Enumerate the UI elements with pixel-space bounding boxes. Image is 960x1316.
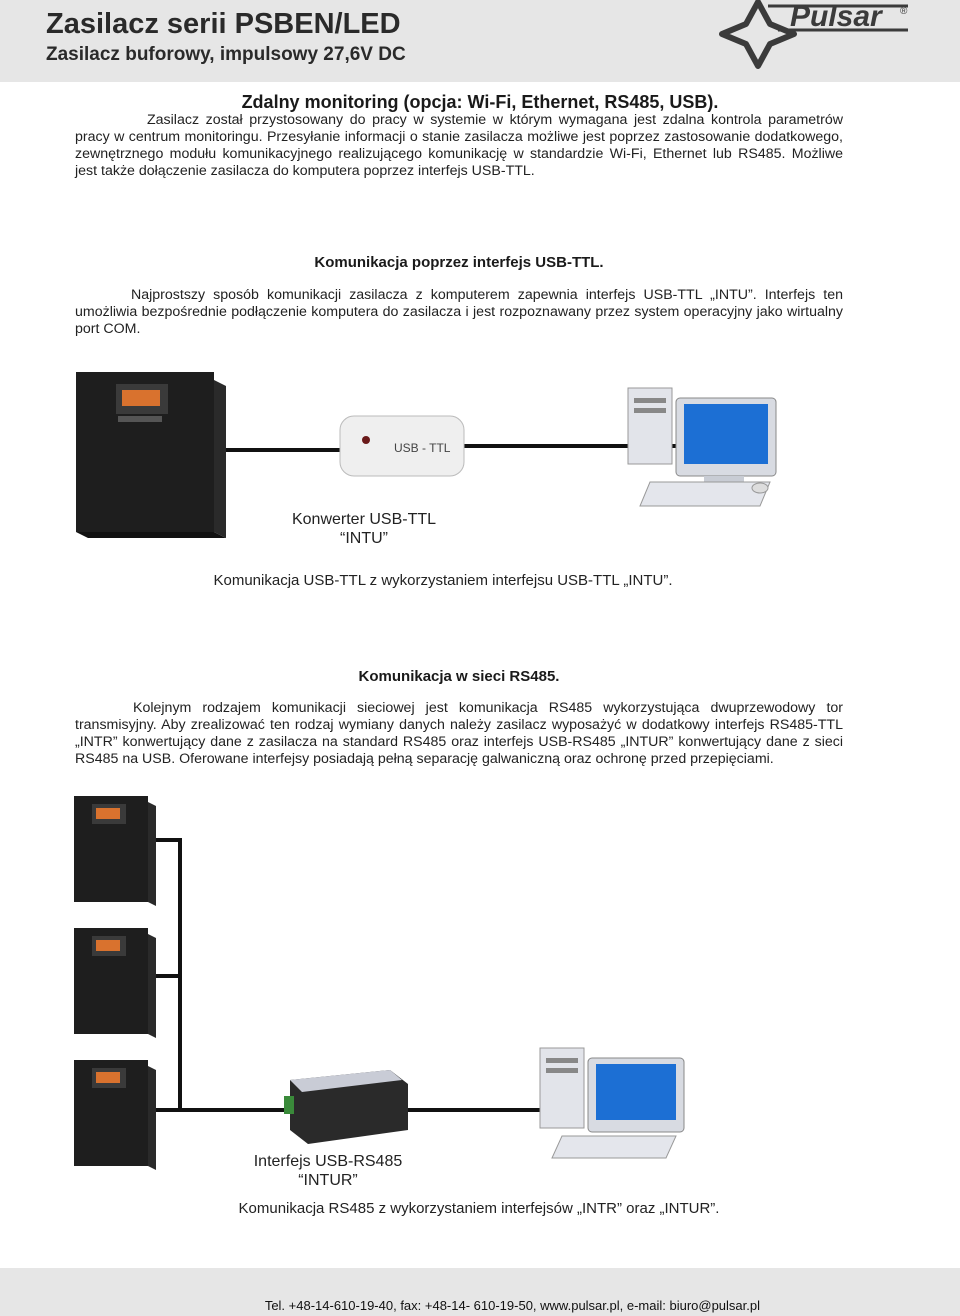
computer-icon xyxy=(539,1047,685,1159)
label-intu-line2: “INTU” xyxy=(340,530,388,547)
section-title-remote-monitoring: Zdalny monitoring (opcja: Wi-Fi, Etherne… xyxy=(241,92,719,112)
document-subtitle: Zasilacz buforowy, impulsowy 27,6V DC xyxy=(46,44,406,65)
power-supply-unit-icon xyxy=(74,1060,156,1170)
section-title-usb-ttl: Komunikacja poprzez interfejs USB-TTL. xyxy=(314,254,604,271)
page-header xyxy=(0,0,960,82)
computer-icon xyxy=(627,387,777,507)
label-intur-line1: Interfejs USB-RS485 xyxy=(253,1153,403,1170)
document-title: Zasilacz serii PSBEN/LED xyxy=(46,8,401,40)
registered-mark: ® xyxy=(900,6,908,17)
rs485-bus-cable xyxy=(156,838,290,1112)
footer-contact-text: Tel. +48-14-610-19-40, fax: +48-14- 610-… xyxy=(264,1298,760,1313)
page-footer xyxy=(0,1268,960,1316)
usb-ttl-diagram: USB - TTL xyxy=(76,372,777,538)
power-supply-unit-icon xyxy=(74,796,156,906)
usb-ttl-dongle-icon: USB - TTL xyxy=(339,415,465,477)
label-intur-line2: “INTUR” xyxy=(298,1172,358,1189)
power-supply-unit-icon xyxy=(76,372,226,538)
paragraph-usb-ttl: Najprostszy sposób komunikacji zasilacza… xyxy=(75,287,843,337)
label-intu-line1: Konwerter USB-TTL xyxy=(291,511,437,528)
section-title-rs485: Komunikacja w sieci RS485. xyxy=(358,668,560,685)
caption-rs485: Komunikacja RS485 z wykorzystaniem inter… xyxy=(238,1200,720,1217)
paragraph-rs485: Kolejnym rodzajem komunikacji sieciowej … xyxy=(75,700,843,767)
rs485-diagram xyxy=(74,796,685,1170)
paragraph-remote-monitoring: Zasilacz został przystosowany do pracy w… xyxy=(75,112,843,179)
dongle-label: USB - TTL xyxy=(394,441,451,455)
caption-usb-ttl: Komunikacja USB-TTL z wykorzystaniem int… xyxy=(213,572,673,589)
usb-rs485-interface-icon xyxy=(284,1070,408,1144)
pulsar-logo-icon xyxy=(719,0,908,69)
logo-wordmark: Pulsar xyxy=(790,0,882,33)
footer-contact: Tel. +48-14-610-19-40, fax: +48-14- 610-… xyxy=(0,1298,960,1313)
power-supply-unit-icon xyxy=(74,928,156,1038)
